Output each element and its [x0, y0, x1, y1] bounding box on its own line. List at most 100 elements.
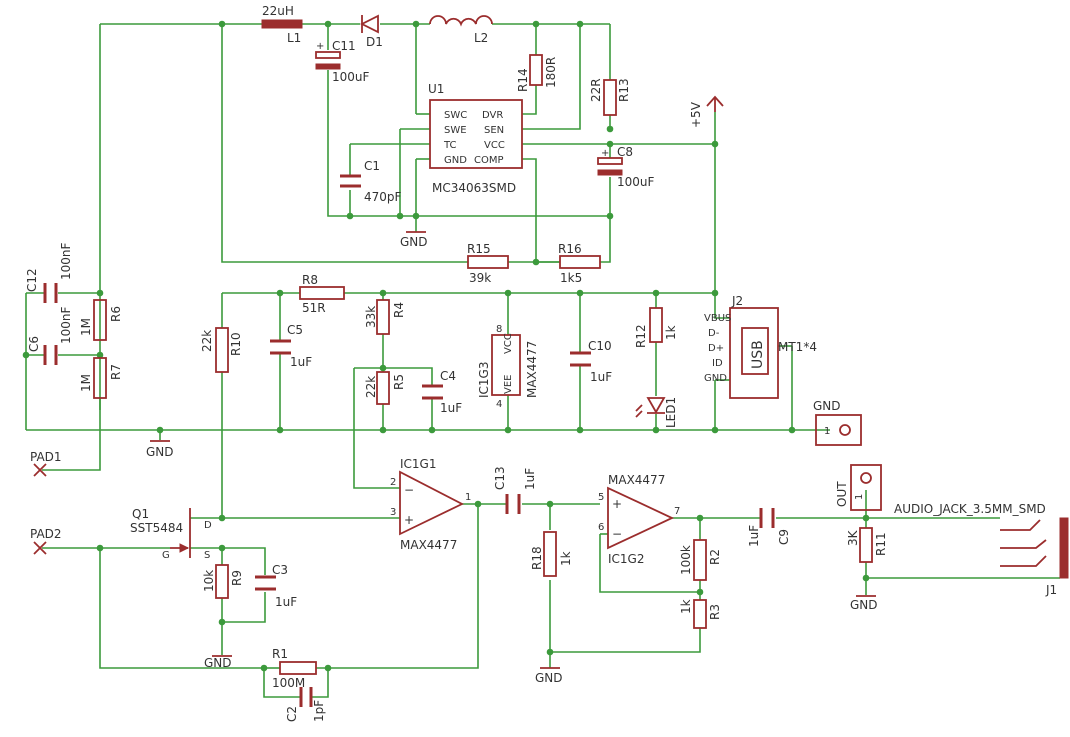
- c4-value: 1uF: [440, 401, 462, 415]
- r5-ref: R5: [392, 374, 406, 390]
- svg-text:GND: GND: [204, 656, 232, 670]
- c3-ref: C3: [272, 563, 288, 577]
- svg-text:GND: GND: [850, 598, 878, 612]
- ic1g2-pin6: 6: [598, 522, 604, 533]
- j2-mount: MT1*4: [778, 340, 817, 354]
- r11-ref: R11: [874, 532, 888, 556]
- r8-value: 51R: [302, 301, 326, 315]
- c9-ref: C9: [777, 529, 791, 545]
- r13-ref: R13: [617, 78, 631, 102]
- r10-ref: R10: [229, 332, 243, 356]
- c4-ref: C4: [440, 369, 456, 383]
- connector-gnd: GND 1: [813, 399, 862, 446]
- gnd-symbol-r18: GND: [535, 667, 563, 685]
- j2-pin-id: ID: [712, 358, 723, 369]
- r14-ref: R14: [516, 68, 530, 92]
- resistor-r14: R14 180R: [516, 54, 558, 92]
- j2-ref: J2: [731, 294, 743, 308]
- ic1g2-ref: IC1G2: [608, 552, 645, 566]
- u1-pin-comp: COMP: [474, 155, 504, 166]
- svg-text:GND: GND: [146, 445, 174, 459]
- r2-ref: R2: [708, 549, 722, 565]
- wires: [25, 23, 1060, 698]
- u1-value: MC34063SMD: [432, 181, 516, 195]
- resistor-r5: 22k R5: [364, 371, 406, 405]
- u1-pin-tc: TC: [443, 140, 457, 151]
- capacitor-c13: C13 1uF: [493, 466, 537, 514]
- c12-value: 100nF: [59, 242, 73, 280]
- pad-pad1: PAD1: [30, 450, 62, 477]
- j2-pin-dp: D+: [708, 343, 724, 354]
- r6-ref: R6: [109, 306, 123, 322]
- c13-value: 1uF: [523, 468, 537, 490]
- capacitor-c6: C6 100nF: [27, 306, 73, 365]
- resistor-r4: 33k R4: [364, 299, 406, 335]
- r16-value: 1k5: [560, 271, 582, 285]
- connector-usb-j2: USB J2 VBUS D- D+ ID GND MT1*4: [704, 294, 817, 399]
- connector-out: OUT 1: [835, 464, 882, 511]
- c5-ref: C5: [287, 323, 303, 337]
- l1-value: 22uH: [262, 4, 294, 18]
- resistor-r11: 3K R11: [846, 527, 888, 563]
- svg-text:+: +: [316, 41, 324, 52]
- q1-ref: Q1: [132, 507, 149, 521]
- d1-ref: D1: [366, 35, 383, 49]
- ic1g3-pin8: 8: [496, 324, 502, 335]
- ic1g3-vee: VEE: [503, 375, 514, 394]
- r5-value: 22k: [364, 376, 378, 398]
- c6-value: 100nF: [59, 306, 73, 344]
- ic1g2-value: MAX4477: [608, 473, 665, 487]
- ic1g1-ref: IC1G1: [400, 457, 437, 471]
- c11-value: 100uF: [332, 70, 370, 84]
- vcc-symbol: +5V: [689, 95, 724, 128]
- gnd-symbol-r9: GND: [204, 655, 232, 670]
- c1-ref: C1: [364, 159, 380, 173]
- c8-ref: C8: [617, 145, 633, 159]
- r12-ref: R12: [634, 324, 648, 348]
- ic1g1-value: MAX4477: [400, 538, 457, 552]
- j1-value: AUDIO_JACK_3.5MM_SMD: [894, 502, 1046, 516]
- r7-value: 1M: [79, 374, 93, 392]
- pad-pad2: PAD2: [30, 527, 62, 555]
- resistor-r2: 100k R2: [679, 539, 722, 581]
- r16-ref: R16: [558, 242, 582, 256]
- gnd-symbol-left: GND: [146, 440, 174, 459]
- connector-audio-j1: AUDIO_JACK_3.5MM_SMD J1: [894, 502, 1069, 597]
- j2-pin-dm: D-: [708, 328, 720, 339]
- r11-value: 3K: [846, 529, 860, 546]
- capacitor-c1: C1 470pF: [340, 159, 402, 204]
- resistor-r13: 22R R13: [589, 78, 631, 116]
- resistor-r10: 22k R10: [200, 327, 243, 373]
- r8-ref: R8: [302, 273, 318, 287]
- ic1g1-pin3: 3: [390, 507, 396, 518]
- r1-ref: R1: [272, 647, 288, 661]
- c11-ref: C11: [332, 39, 356, 53]
- r15-value: 39k: [469, 271, 491, 285]
- j2-pin-vbus: VBUS: [704, 313, 731, 324]
- resistor-r15: R15 39k: [467, 242, 509, 285]
- resistor-r12: R12 1k: [634, 307, 678, 348]
- pad1-label: PAD1: [30, 450, 62, 464]
- r1-value: 100M: [272, 676, 305, 690]
- capacitor-c12: C12 100nF: [25, 242, 73, 303]
- ic1g3-vcc: VCC: [503, 333, 514, 354]
- c9-value: 1uF: [747, 525, 761, 547]
- junction-dots: [22, 20, 870, 672]
- q1-value: SST5484: [130, 521, 183, 535]
- ic1g3-ref: IC1G3: [477, 362, 491, 399]
- c8-value: 100uF: [617, 175, 655, 189]
- r3-ref: R3: [708, 604, 722, 620]
- diode-d1: D1: [359, 14, 383, 49]
- opamp-power-ic1g3: VCC VEE 8 4 IC1G3 MAX4477: [477, 324, 539, 410]
- ic1g2-pin7: 7: [674, 506, 680, 517]
- vcc-label: +5V: [689, 101, 703, 128]
- resistor-r16: R16 1k5: [558, 242, 601, 285]
- inductor-l2: L2: [429, 15, 493, 45]
- resistor-r6: 1M R6: [79, 299, 123, 341]
- u1-pin-vcc: VCC: [484, 140, 505, 151]
- ic1g3-value: MAX4477: [525, 341, 539, 398]
- r4-value: 33k: [364, 306, 378, 328]
- capacitor-c5: C5 1uF: [270, 323, 312, 369]
- r18-ref: R18: [530, 546, 544, 570]
